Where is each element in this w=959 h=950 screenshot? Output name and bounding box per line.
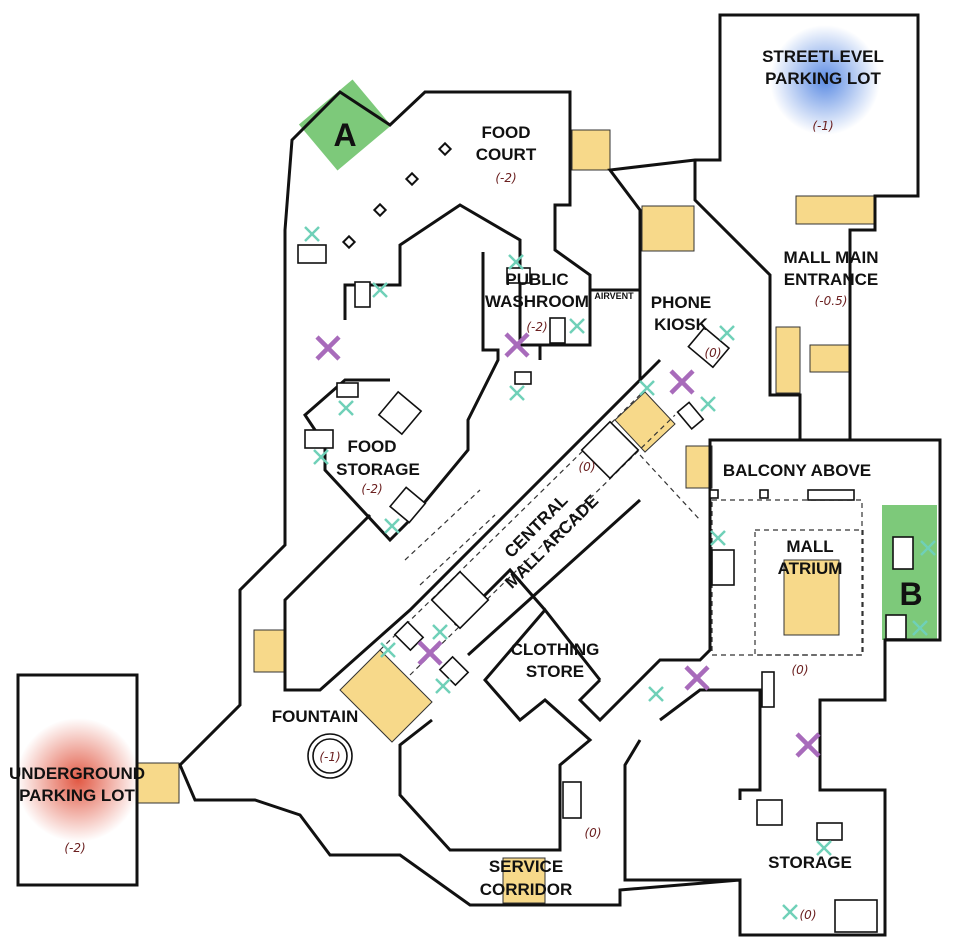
room-service-corridor[interactable]: SERVICE CORRIDOR	[480, 857, 573, 899]
breach-x-icon	[684, 665, 710, 691]
breach-x-icon	[669, 369, 695, 395]
svg-text:CORRIDOR: CORRIDOR	[480, 880, 573, 899]
camera-x-icon	[432, 624, 448, 640]
breach-x-icon	[795, 732, 821, 758]
camera-x-icon	[569, 318, 585, 334]
streetlevel-parking-glow	[770, 25, 880, 135]
camera-markers	[304, 226, 936, 920]
door-markers	[315, 332, 821, 758]
breach-x-icon	[315, 335, 341, 361]
svg-text:WASHROOM: WASHROOM	[485, 292, 589, 311]
svg-text:STORAGE: STORAGE	[336, 460, 420, 479]
balcony-above-label: BALCONY ABOVE	[723, 461, 871, 480]
camera-x-icon	[435, 678, 451, 694]
svg-text:SERVICE: SERVICE	[489, 857, 563, 876]
camera-x-icon	[380, 642, 396, 658]
camera-x-icon	[816, 840, 832, 856]
room-food-court[interactable]: FOOD COURT (-2)	[476, 123, 537, 185]
svg-text:UNDERGROUND: UNDERGROUND	[9, 764, 145, 783]
zone-a[interactable]: A	[298, 79, 392, 171]
air-vent-label: AIRVENT	[594, 291, 634, 301]
svg-text:(-1): (-1)	[319, 750, 340, 764]
camera-x-icon	[338, 400, 354, 416]
svg-text:PHONE: PHONE	[651, 293, 711, 312]
svg-text:FOOD: FOOD	[481, 123, 530, 142]
svg-text:(-1): (-1)	[812, 119, 833, 133]
svg-text:(-0.5): (-0.5)	[815, 294, 848, 308]
camera-x-icon	[719, 325, 735, 341]
zone-b-label: B	[899, 576, 922, 612]
svg-text:STREETLEVEL: STREETLEVEL	[762, 47, 884, 66]
room-mall-atrium[interactable]: MALL ATRIUM (0)	[778, 537, 843, 677]
room-streetlevel-parking-lot[interactable]: STREETLEVEL PARKING LOT (-1)	[762, 47, 884, 133]
room-phone-kiosk[interactable]: PHONE KIOSK (0)	[651, 293, 722, 360]
breach-x-icon	[417, 640, 443, 666]
camera-x-icon	[912, 620, 928, 636]
svg-text:(-2): (-2)	[64, 841, 85, 855]
breach-x-icon	[504, 332, 530, 358]
svg-text:PARKING LOT: PARKING LOT	[19, 786, 135, 805]
svg-text:(0): (0)	[792, 663, 809, 677]
camera-x-icon	[639, 380, 655, 396]
south-hall-level: (0)	[585, 826, 602, 840]
camera-x-icon	[782, 904, 798, 920]
svg-text:ENTRANCE: ENTRANCE	[784, 270, 878, 289]
room-fountain[interactable]: FOUNTAIN (-1)	[272, 707, 359, 764]
svg-text:STORAGE: STORAGE	[768, 853, 852, 872]
camera-x-icon	[710, 530, 726, 546]
camera-x-icon	[920, 540, 936, 556]
zone-a-label: A	[333, 117, 356, 153]
camera-x-icon	[304, 226, 320, 242]
svg-text:(-2): (-2)	[526, 320, 547, 334]
svg-text:CLOTHING: CLOTHING	[511, 640, 600, 659]
camera-x-icon	[313, 449, 329, 465]
svg-text:MALL MAIN: MALL MAIN	[783, 248, 878, 267]
underground-parking-glow	[16, 718, 140, 842]
svg-text:(0): (0)	[800, 908, 817, 922]
svg-text:MALL: MALL	[786, 537, 833, 556]
svg-text:(-2): (-2)	[361, 482, 382, 496]
svg-text:PARKING LOT: PARKING LOT	[765, 69, 881, 88]
camera-x-icon	[509, 385, 525, 401]
svg-text:FOUNTAIN: FOUNTAIN	[272, 707, 359, 726]
camera-x-icon	[508, 254, 524, 270]
furniture	[297, 141, 914, 933]
camera-x-icon	[372, 282, 388, 298]
stairs	[136, 129, 875, 904]
room-mall-main-entrance[interactable]: MALL MAIN ENTRANCE (-0.5)	[783, 248, 878, 308]
room-food-storage[interactable]: FOOD STORAGE (-2)	[336, 437, 420, 496]
camera-x-icon	[648, 686, 664, 702]
svg-text:COURT: COURT	[476, 145, 537, 164]
camera-x-icon	[384, 518, 400, 534]
svg-text:STORE: STORE	[526, 662, 584, 681]
svg-text:ATRIUM: ATRIUM	[778, 559, 843, 578]
svg-text:KIOSK: KIOSK	[654, 315, 709, 334]
room-underground-parking-lot[interactable]: UNDERGROUND PARKING LOT (-2)	[9, 764, 145, 855]
room-public-washroom[interactable]: PUBLIC WASHROOM (-2)	[485, 270, 589, 334]
arcade-level: (0)	[579, 460, 596, 474]
svg-text:PUBLIC: PUBLIC	[505, 270, 568, 289]
svg-text:(-2): (-2)	[495, 171, 516, 185]
room-storage[interactable]: STORAGE (0)	[768, 853, 852, 922]
camera-x-icon	[700, 396, 716, 412]
svg-text:FOOD: FOOD	[347, 437, 396, 456]
svg-text:(0): (0)	[705, 346, 722, 360]
room-clothing-store[interactable]: CLOTHING STORE	[511, 640, 600, 681]
